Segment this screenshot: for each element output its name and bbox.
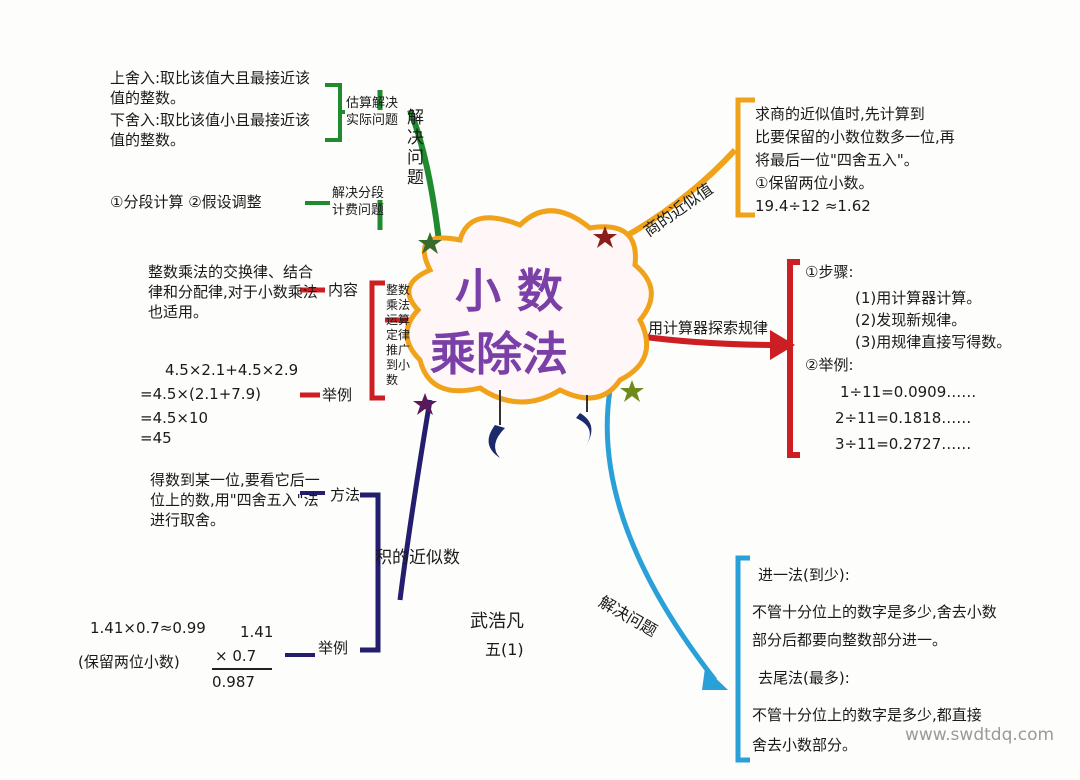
segment-label: 解决分段计费问题 bbox=[332, 186, 385, 218]
laws-example-line: =45 bbox=[140, 429, 172, 447]
laws-example-label: 举例 bbox=[322, 386, 353, 404]
approx-method-text: 得数到某一位,要看它后一位上的数,用"四舍五入"法进行取舍。 bbox=[150, 471, 320, 529]
branch-approx-label: 积的近似数 bbox=[375, 548, 460, 568]
laws-example-line: 4.5×2.1+4.5×2.9 bbox=[165, 361, 299, 379]
center-title-line2: 乘除法 bbox=[430, 327, 568, 381]
branch-laws-label: 整数乘法运算定律推广到小数 bbox=[386, 283, 411, 387]
branch-solve-label: 解决问题 bbox=[403, 108, 423, 188]
laws-content-label: 内容 bbox=[328, 281, 359, 299]
bracket-approx bbox=[360, 492, 381, 653]
vertical-calc-line: 0.987 bbox=[212, 673, 255, 691]
bracket-laws bbox=[369, 280, 385, 401]
bracket-quotient bbox=[735, 97, 755, 218]
calc-example: 2÷11=0.1818…… bbox=[835, 409, 972, 427]
quotient-text-line: 将最后一位"四舍五入"。 bbox=[755, 151, 919, 169]
estimate-label: 估算解决实际问题 bbox=[346, 96, 399, 128]
branch-calculator-label: 用计算器探索规律 bbox=[648, 319, 769, 337]
bracket-problem bbox=[735, 555, 750, 763]
round-up-title: 进一法(到少): bbox=[758, 566, 850, 584]
branch-line-solve bbox=[407, 108, 443, 251]
calc-step: (3)用规律直接写得数。 bbox=[855, 333, 1012, 351]
moon-icon bbox=[488, 425, 505, 458]
round-down-line: 不管十分位上的数字是多少,都直接 bbox=[752, 706, 982, 724]
vertical-calc-rule bbox=[212, 668, 272, 670]
bracket-calculator bbox=[787, 259, 800, 458]
branch-line-problem bbox=[604, 389, 717, 682]
star-icon bbox=[413, 393, 437, 415]
center-cloud bbox=[404, 208, 654, 405]
moon-icon bbox=[576, 413, 592, 447]
segment-text: ①分段计算 ②假设调整 bbox=[110, 193, 262, 211]
laws-content-text: 整数乘法的交换律、结合律和分配律,对于小数乘法也适用。 bbox=[148, 263, 318, 321]
round-up-text: 上舍入:取比该值大且最接近该值的整数。 bbox=[110, 69, 311, 107]
quotient-text-line: 19.4÷12 ≈1.62 bbox=[755, 197, 871, 215]
branch-line-approx bbox=[397, 399, 433, 601]
approx-example-label: 举例 bbox=[318, 639, 349, 657]
vertical-calc-line: 1.41 bbox=[240, 623, 274, 641]
quotient-text-line: ①保留两位小数。 bbox=[755, 174, 874, 192]
calc-step: (2)发现新规律。 bbox=[855, 311, 967, 329]
quotient-text-line: 比要保留的小数位数多一位,再 bbox=[755, 128, 955, 146]
round-up-line: 不管十分位上的数字是多少,舍去小数 bbox=[752, 603, 997, 621]
calc-examples-label: ②举例: bbox=[805, 356, 854, 374]
round-down-text: 下舍入:取比该值小且最接近该值的整数。 bbox=[110, 111, 311, 149]
bracket-estimate bbox=[325, 83, 342, 142]
round-down-title: 去尾法(最多): bbox=[758, 669, 850, 687]
round-up-line: 部分后都要向整数部分进一。 bbox=[752, 631, 948, 649]
round-down-line: 舍去小数部分。 bbox=[752, 736, 858, 754]
calc-steps-label: ①步骤: bbox=[805, 263, 854, 281]
vertical-calc-line: × 0.7 bbox=[215, 647, 257, 665]
calc-step: (1)用计算器计算。 bbox=[855, 289, 982, 307]
star-icon bbox=[593, 226, 617, 248]
center-title-line1: 小 数 bbox=[455, 264, 564, 318]
star-icon bbox=[418, 232, 442, 254]
arrowhead-problem bbox=[702, 668, 728, 690]
laws-example-line: =4.5×(2.1+7.9) bbox=[140, 385, 261, 403]
quotient-text-line: 求商的近似值时,先计算到 bbox=[755, 105, 925, 123]
calc-example: 1÷11=0.0909…… bbox=[840, 383, 977, 401]
watermark: www.swdtdq.com bbox=[905, 725, 1055, 745]
laws-example-line: =4.5×10 bbox=[140, 409, 209, 427]
author-name: 武浩凡 bbox=[470, 611, 524, 632]
approx-method-label: 方法 bbox=[330, 486, 361, 504]
author-class: 五(1) bbox=[485, 640, 524, 659]
approx-example-line2: (保留两位小数) bbox=[78, 653, 180, 671]
calc-example: 3÷11=0.2727…… bbox=[835, 435, 972, 453]
arrowhead-calculator bbox=[770, 330, 795, 360]
star-icon bbox=[620, 380, 644, 402]
approx-example-line1: 1.41×0.7≈0.99 bbox=[90, 619, 206, 637]
